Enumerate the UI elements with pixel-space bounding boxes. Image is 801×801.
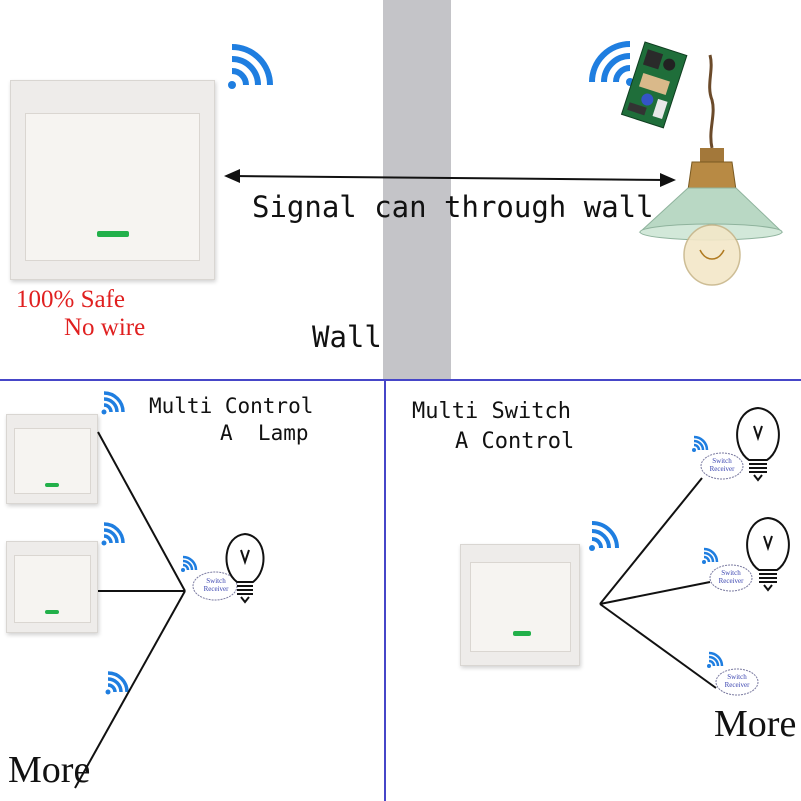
receiver-line2: Receiver [718,577,744,585]
receiver-line2: Receiver [709,465,735,473]
divider-vertical [384,380,386,801]
nowire-text: No wire [64,314,146,341]
switch-led [97,231,129,237]
more-label-left: More [8,749,91,791]
multi-switch-title: Multi Switch [412,399,571,424]
receiver-line2: Receiver [203,585,229,593]
receiver-line1: Switch [712,457,732,465]
multi-switch-subtitle: A Control [455,429,575,454]
wall-switch-small [6,541,98,633]
signal-text: Signal can through wall [252,190,654,224]
wall-switch-medium [460,544,580,666]
multi-control-title: Multi Control [149,394,314,418]
receiver-line1: Switch [206,577,226,585]
divider-horizontal [0,379,801,381]
switch-led [513,631,531,636]
safe-text: 100% Safe [16,286,125,313]
receiver-line1: Switch [727,673,747,681]
switch-led [45,483,59,487]
switch-rocker [25,113,200,261]
wall-label: Wall [312,320,382,354]
multi-control-subtitle: A Lamp [220,421,309,445]
receiver-line1: Switch [721,569,741,577]
receiver-line2: Receiver [724,681,750,689]
switch-rocker [470,562,571,652]
wall-switch-large [10,80,215,280]
wall-switch-small [6,414,98,504]
more-label-right: More [714,703,797,745]
switch-led [45,610,59,614]
wall [383,0,451,380]
